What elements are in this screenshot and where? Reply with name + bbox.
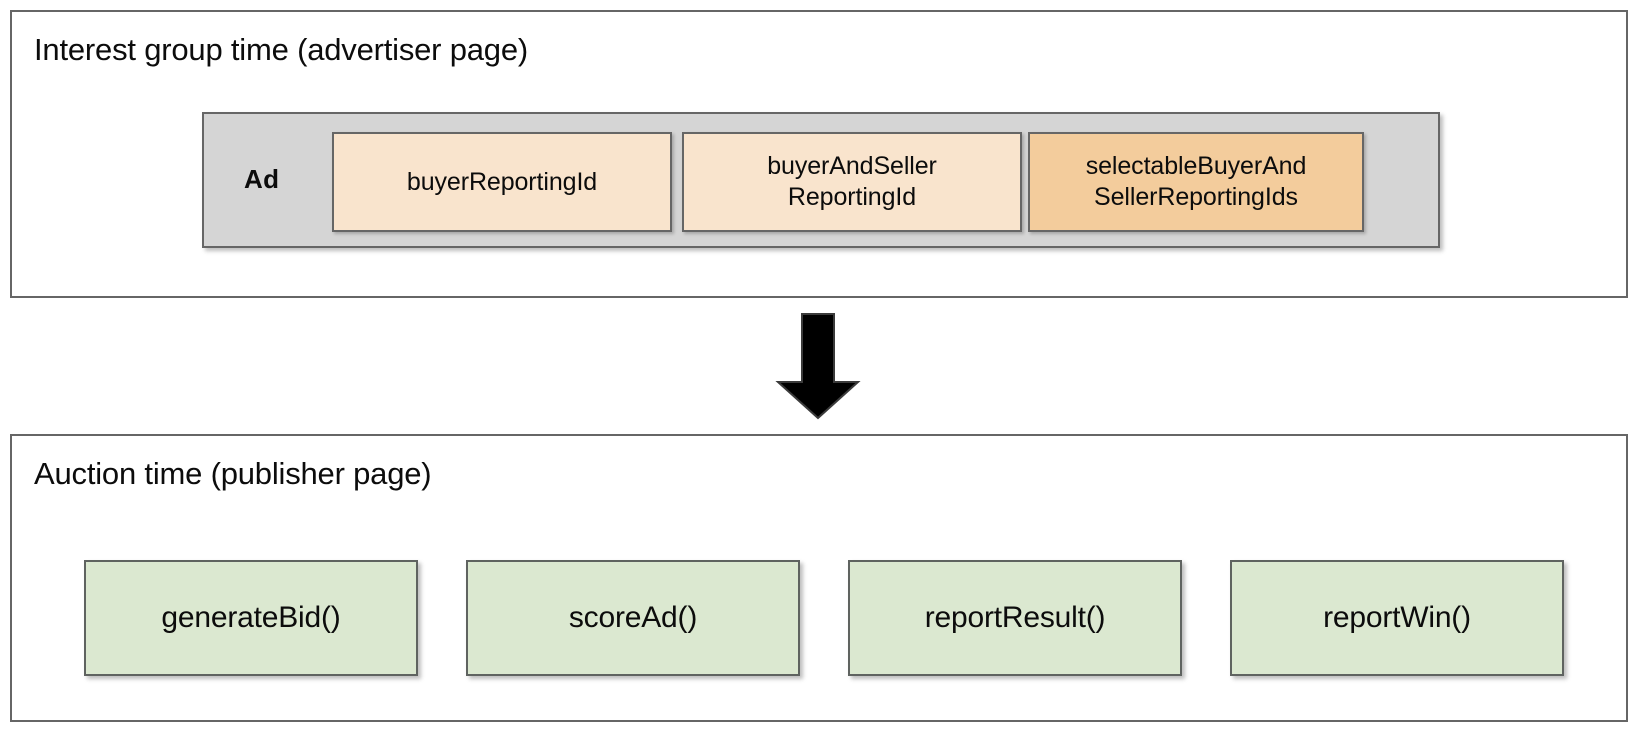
section-auction-time: Auction time (publisher page) generateBi…	[10, 434, 1628, 722]
function-box-label: reportWin()	[1323, 601, 1471, 634]
reporting-id-box-selectable-buyer-and-seller-reporting-ids[interactable]: selectableBuyerAnd SellerReportingIds	[1028, 132, 1364, 232]
function-box-report-win[interactable]: reportWin()	[1230, 560, 1564, 676]
function-box-generate-bid[interactable]: generateBid()	[84, 560, 418, 676]
down-arrow-icon	[758, 310, 878, 422]
reporting-id-box-label: buyerReportingId	[406, 167, 598, 196]
function-box-label: scoreAd()	[568, 601, 698, 634]
function-box-report-result[interactable]: reportResult()	[848, 560, 1182, 676]
section-title-publisher: Auction time (publisher page)	[34, 456, 432, 491]
reporting-id-box-label-line1: selectableBuyerAnd	[1085, 152, 1307, 180]
reporting-id-box-label: buyerAndSeller ReportingId	[767, 151, 937, 213]
function-box-score-ad[interactable]: scoreAd()	[466, 560, 800, 676]
reporting-id-box-label-line2: ReportingId	[787, 183, 917, 211]
reporting-id-box-buyer-reporting-id[interactable]: buyerReportingId	[332, 132, 672, 232]
reporting-id-box-label: selectableBuyerAnd SellerReportingIds	[1086, 151, 1307, 213]
reporting-id-box-label-line2: SellerReportingIds	[1094, 183, 1298, 211]
reporting-id-box-label-line1: buyerAndSeller	[767, 152, 937, 180]
ad-container: Ad buyerReportingId buyerAndSeller Repor…	[202, 112, 1440, 248]
section-title-advertiser: Interest group time (advertiser page)	[34, 32, 529, 67]
section-interest-group-time: Interest group time (advertiser page) Ad…	[10, 10, 1628, 298]
function-box-label: generateBid()	[161, 601, 341, 634]
reporting-id-box-buyer-and-seller-reporting-id[interactable]: buyerAndSeller ReportingId	[682, 132, 1022, 232]
function-box-label: reportResult()	[924, 601, 1106, 634]
ad-label: Ad	[244, 164, 280, 194]
